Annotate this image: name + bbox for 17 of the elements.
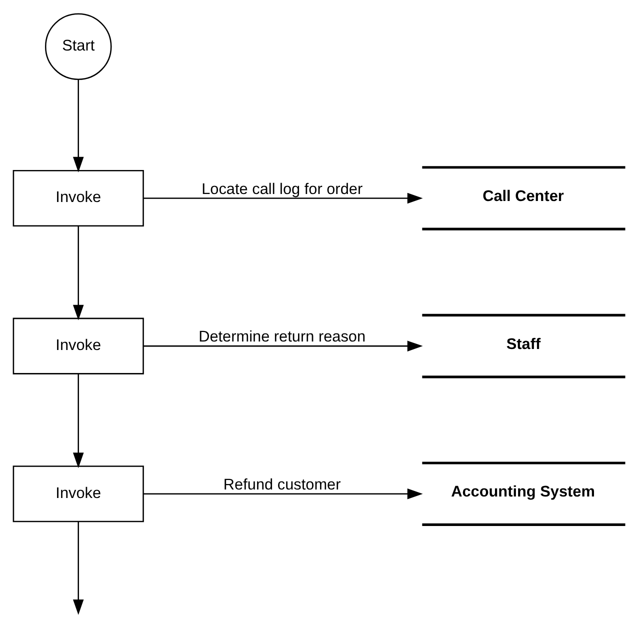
node-text: Staff — [506, 336, 541, 353]
node-box: Invoke — [12, 318, 144, 374]
node-circle: Start — [44, 13, 112, 80]
arrow — [72, 79, 84, 172]
arrow — [144, 192, 423, 204]
arrow — [144, 488, 423, 500]
node-text: Accounting System — [451, 484, 595, 501]
arrow — [72, 374, 84, 468]
edge-label: Locate call log for order — [202, 180, 363, 198]
arrow — [72, 522, 84, 615]
edge-label: Refund customer — [223, 476, 341, 494]
node-text: Call Center — [482, 188, 564, 205]
node-box: Invoke — [12, 170, 144, 227]
arrow — [144, 340, 423, 352]
node-box: Invoke — [12, 466, 144, 522]
edge-label: Determine return reason — [198, 328, 366, 346]
arrow — [72, 226, 84, 320]
